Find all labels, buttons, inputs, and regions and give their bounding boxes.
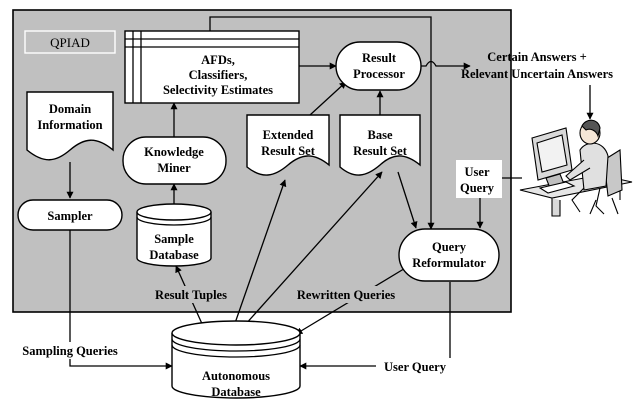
result-processor-node: Result Processor [335,41,422,91]
extended-result-set-line-1: Extended [263,128,314,142]
user-query-bottom-label: User Query [384,360,447,374]
afds-classifiers-node: AFDs, Classifiers, Selectivity Estimates [124,30,300,104]
edge-sampler-to-autodb [69,230,173,370]
query-reformulator-node: Query Reformulator [398,228,500,282]
base-result-set-node: Base Result Set [339,114,421,176]
autonomous-database-line-1: Autonomous [202,369,270,383]
domain-information-node: Domain Information [26,91,114,161]
knowledge-miner-line-2: Miner [157,161,191,175]
query-reformulator-line-2: Reformulator [412,256,486,270]
result-tuples-label-box: Result Tuples [146,286,236,303]
edge-base-to-reformulator [397,171,418,229]
edge-afds-loop-to-reformulator [209,16,435,230]
user-query-side-label-box: User Query [456,160,502,198]
relevant-uncertain-answers-label: Relevant Uncertain Answers [461,67,613,81]
edges [66,16,594,370]
edge-autodb-to-base [243,171,383,327]
knowledge-miner-line-1: Knowledge [144,145,204,159]
afds-line-3: Selectivity Estimates [163,83,273,97]
domain-information-line-2: Information [37,118,102,132]
sample-database-node: Sample Database [136,203,212,267]
edge-autodb-to-extended [233,179,287,327]
result-processor-line-2: Processor [353,67,405,81]
rewritten-queries-label-box: Rewritten Queries [289,286,403,303]
query-reformulator-line-1: Query [432,240,467,254]
autonomous-database-line-2: Database [211,385,261,399]
afds-line-1: AFDs, [201,53,235,67]
edge-extended-to-processor [309,81,347,116]
sampling-queries-label: Sampling Queries [22,344,118,358]
sampler-label: Sampler [47,209,93,223]
extended-result-set-node: Extended Result Set [246,114,330,176]
result-processor-line-1: Result [362,51,397,65]
sampler-node: Sampler [17,199,123,231]
base-result-set-line-1: Base [368,128,393,142]
afds-line-2: Classifiers, [189,68,248,82]
user-query-side-line-2: Query [460,181,495,195]
user-query-side-line-1: User [465,165,490,179]
qpiad-label: QPIAD [50,35,90,50]
knowledge-miner-node: Knowledge Miner [122,136,227,185]
extended-result-set-line-2: Result Set [261,144,316,158]
rewritten-queries-label: Rewritten Queries [297,288,395,302]
result-tuples-label: Result Tuples [155,288,227,302]
user-at-computer-icon [519,119,633,217]
sample-database-line-1: Sample [154,232,194,246]
sampling-queries-label-box: Sampling Queries [14,342,128,359]
user-query-bottom-label-box: User Query [376,358,454,375]
domain-information-line-1: Domain [49,102,91,116]
autonomous-database-node: Autonomous Database [171,320,301,399]
certain-answers-label: Certain Answers + [487,50,586,64]
base-result-set-line-2: Result Set [353,144,408,158]
sample-database-line-2: Database [149,248,199,262]
qpiad-label-box: QPIAD [24,30,116,54]
